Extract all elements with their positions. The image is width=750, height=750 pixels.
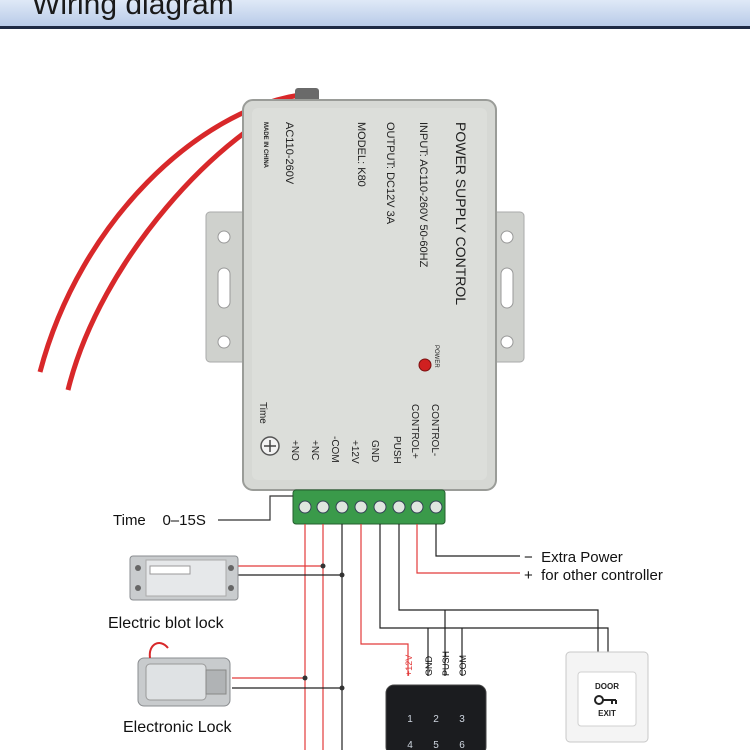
terminal-label-control-plus: CONTROL+ — [409, 404, 420, 459]
time-pointer-line — [218, 495, 293, 521]
page-title: Wiring diagram — [32, 0, 234, 21]
terminal-label-nc: +NC — [309, 440, 320, 460]
keypad-key-1[interactable]: 1 — [407, 714, 413, 725]
electronic-lock-label: Electronic Lock — [123, 719, 232, 736]
power-led-label: POWER — [433, 345, 439, 368]
ps-title: POWER SUPPLY CONTROL — [453, 122, 469, 305]
terminal-label-12v: +12V — [349, 440, 360, 464]
terminal-label-gnd: GND — [369, 440, 380, 462]
door-exit-button[interactable]: DOOR EXIT — [565, 651, 649, 743]
ps-made-in: MADE IN CHINA — [262, 122, 268, 169]
header-bar: Wiring diagram — [0, 0, 750, 29]
wire-gnd-exit — [379, 524, 609, 652]
ps-output: OUTPUT: DC12V 3A — [384, 122, 396, 225]
terminal-label-control-minus: CONTROL- — [429, 404, 440, 456]
wire-control-plus — [416, 524, 520, 574]
keypad-key-5[interactable]: 5 — [433, 740, 439, 750]
extra-power-label: − Extra Power — [524, 549, 623, 566]
knob-cross — [264, 440, 276, 452]
keypad-key-2[interactable]: 2 — [433, 714, 439, 725]
keypad-key-4[interactable]: 4 — [407, 740, 413, 750]
electronic-lock-icon — [137, 642, 231, 707]
key-icon — [594, 695, 617, 705]
ps-input: INPUT: AC110-260V 50-60HZ — [417, 122, 429, 268]
exit-label: EXIT — [598, 709, 616, 718]
blot-lock-label: Electric blot lock — [108, 615, 225, 632]
time-range-label: Time 0–15S — [113, 512, 206, 529]
keypad-device: +12V GND PUSH COM 1 2 3 4 5 6 — [385, 651, 487, 750]
keypad-key-6[interactable]: 6 — [459, 740, 465, 750]
keypad-label-gnd: GND — [424, 656, 434, 677]
ps-model: MODEL: K80 — [355, 122, 367, 187]
keypad-label-com: COM — [458, 655, 468, 676]
terminal-labels: CONTROL- CONTROL+ PUSH GND +12V -COM +NC… — [289, 404, 440, 464]
time-label: Time — [257, 402, 268, 424]
wire-push-exit — [398, 524, 599, 652]
power-led-icon — [418, 358, 432, 372]
power-supply-face — [252, 108, 487, 480]
keypad-label-push: PUSH — [441, 651, 451, 676]
terminal-label-com: -COM — [329, 436, 340, 463]
door-label: DOOR — [595, 682, 619, 691]
cable-grommet — [295, 88, 319, 102]
ps-ac: AC110-260V — [283, 122, 295, 185]
keypad-key-3[interactable]: 3 — [459, 714, 465, 725]
terminal-label-push: PUSH — [391, 436, 402, 464]
terminal-label-no: +NO — [289, 440, 300, 461]
keypad-body — [385, 684, 487, 750]
wire-control-minus — [435, 524, 520, 557]
extra-power-controller-label: + for other controller — [524, 567, 663, 584]
keypad-label-12v: +12V — [404, 655, 414, 676]
electric-blot-lock-icon — [129, 555, 239, 601]
terminal-block — [292, 489, 446, 525]
wire-12v-keypad — [360, 524, 409, 676]
